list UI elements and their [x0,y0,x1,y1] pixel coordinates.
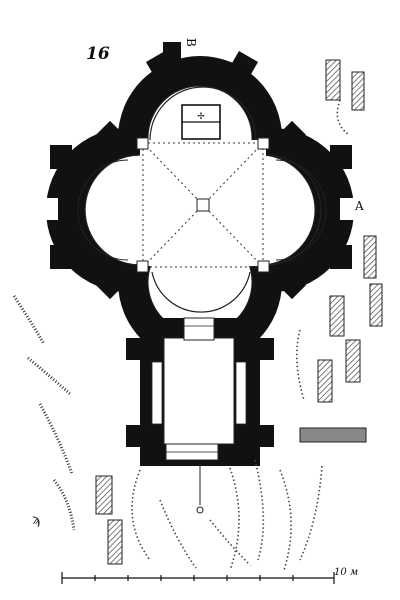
label-a: A [355,199,364,213]
scale-label: 10 м [334,567,359,578]
altar: ✢ [181,104,221,140]
ruin-dotted-lines [131,99,349,571]
narthex-inner-door [183,317,215,341]
apse-inner-arcs [77,86,327,313]
scale-bar [61,572,335,584]
label-b: B [184,38,198,47]
side-openings [44,198,358,220]
narthex-interior [163,337,235,445]
buttresses [50,42,352,300]
corner-piers [136,137,270,273]
figure-number: 16 [86,44,110,64]
ruin-fragments [95,59,383,565]
central-dome-mark [196,198,210,212]
narthex-side-left [151,361,163,425]
narthex-side-right [235,361,247,425]
small-mark: ϡ [32,512,40,528]
svg-text:✢: ✢ [197,112,205,122]
ruin-hatched-left [12,295,76,531]
